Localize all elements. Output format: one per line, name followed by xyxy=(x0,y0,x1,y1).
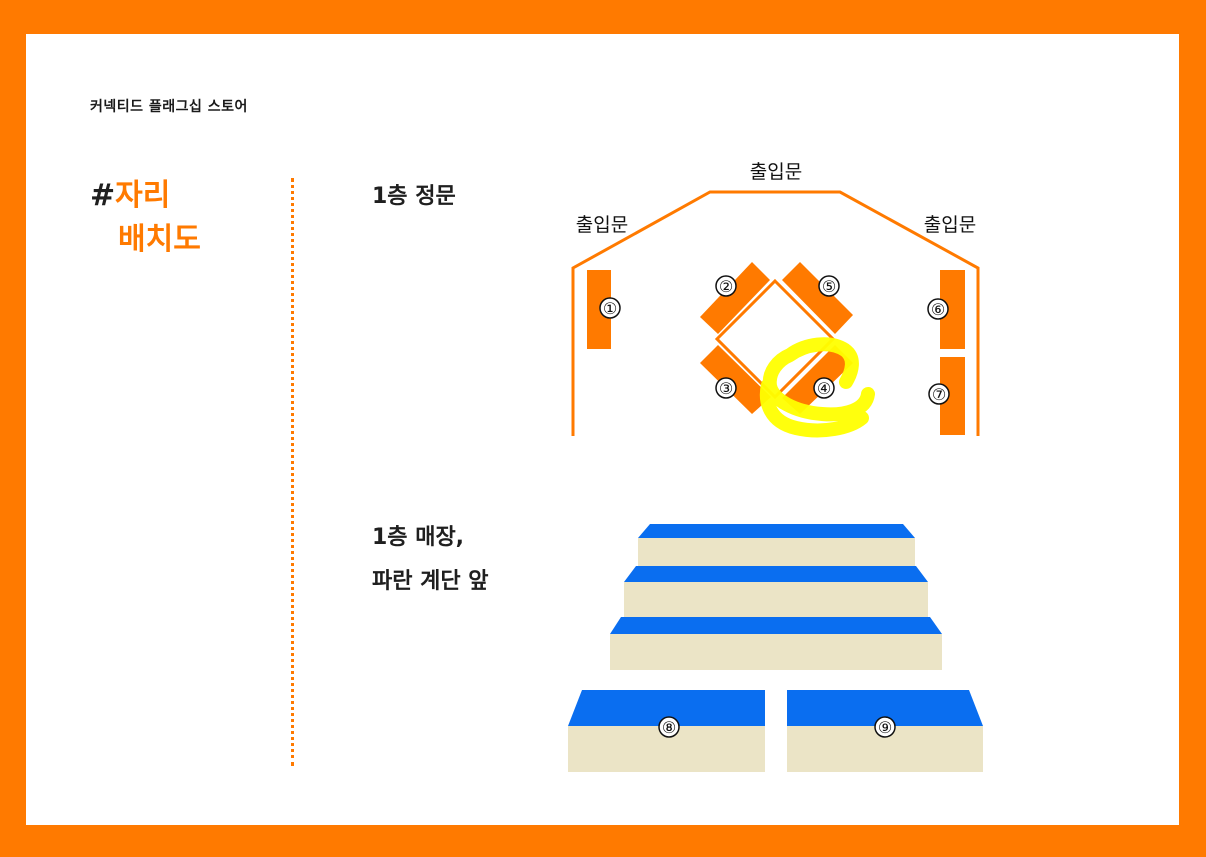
svg-text:⑧: ⑧ xyxy=(662,718,676,737)
seat-2-block xyxy=(700,262,770,334)
seat-5-marker: ⑤ xyxy=(818,275,840,297)
stairs-step-1 xyxy=(638,524,915,566)
stairs-step-3 xyxy=(610,617,942,670)
svg-text:②: ② xyxy=(719,277,733,296)
seat-8-marker: ⑧ xyxy=(658,716,680,738)
seat-6-marker: ⑥ xyxy=(927,298,949,320)
seat-7-marker: ⑦ xyxy=(928,383,950,405)
section-front-gate-label: 1층 정문 xyxy=(372,184,456,209)
dotted-divider xyxy=(291,178,294,766)
svg-text:⑦: ⑦ xyxy=(932,385,946,404)
section-store-line2: 파란 계단 앞 xyxy=(372,569,489,594)
seat-2-marker: ② xyxy=(715,275,737,297)
entrance-top-label: 출입문 xyxy=(750,161,802,183)
highlight-mark xyxy=(759,337,875,438)
stairs-step-2 xyxy=(624,566,928,617)
svg-text:⑨: ⑨ xyxy=(878,718,892,737)
svg-text:⑤: ⑤ xyxy=(822,277,836,296)
gate-outline xyxy=(571,190,980,436)
seat-3-marker: ③ xyxy=(715,377,737,399)
seat-1-marker: ① xyxy=(599,297,621,319)
title-hash: # xyxy=(90,178,116,213)
seat-5-block xyxy=(782,262,853,334)
svg-text:⑥: ⑥ xyxy=(931,300,945,319)
page-title: #자리 배치도 xyxy=(90,174,201,262)
entrance-left-label: 출입문 xyxy=(576,214,628,236)
svg-text:④: ④ xyxy=(817,379,831,398)
section-store-label: 1층 매장, 파란 계단 앞 xyxy=(372,516,489,604)
seat-4-marker: ④ xyxy=(813,377,835,399)
seat-9-marker: ⑨ xyxy=(874,716,896,738)
svg-text:①: ① xyxy=(603,299,617,318)
entrance-right-label: 출입문 xyxy=(924,214,976,236)
seat-3-block xyxy=(700,345,771,414)
brand-name: 커넥티드 플래그십 스토어 xyxy=(90,99,248,115)
title-line1: 자리 xyxy=(115,178,171,213)
section-store-line1: 1층 매장, xyxy=(372,525,465,550)
title-line2: 배치도 xyxy=(118,222,201,257)
svg-text:③: ③ xyxy=(719,379,733,398)
